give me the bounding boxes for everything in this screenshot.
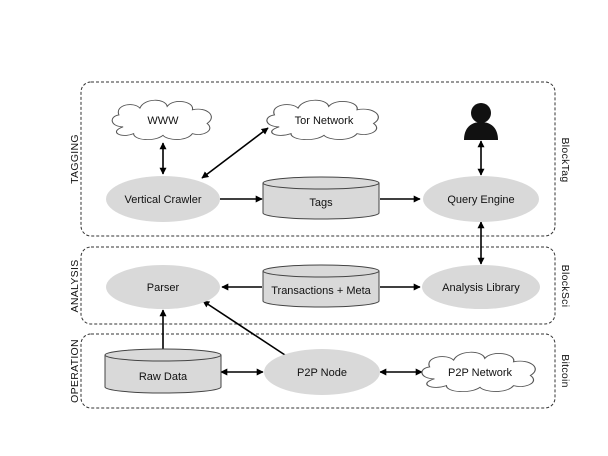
analysis-label: ANALYSIS xyxy=(69,260,81,313)
www-cloud: WWW xyxy=(111,99,212,141)
user-icon xyxy=(464,103,498,140)
operation-label: OPERATION xyxy=(69,339,81,403)
p2p-network-cloud: P2P Network xyxy=(421,351,536,393)
query-engine-label: Query Engine xyxy=(447,194,514,206)
p2p-node-label: P2P Node xyxy=(297,367,347,379)
tagging-label: TAGGING xyxy=(69,134,81,184)
query-engine-node: Query Engine xyxy=(423,176,539,222)
tags-label: Tags xyxy=(309,197,333,209)
edge-crawler-tor xyxy=(201,127,269,179)
tor-network-cloud: Tor Network xyxy=(266,99,379,141)
raw-data-database: Raw Data xyxy=(104,348,222,394)
parser-label: Parser xyxy=(147,282,180,294)
vertical-crawler-node: Vertical Crawler xyxy=(106,176,220,222)
edge-p2pnode-parser xyxy=(202,300,286,356)
p2p-node-node: P2P Node xyxy=(264,349,380,395)
p2p-network-label: P2P Network xyxy=(448,367,512,379)
analysis-library-label: Analysis Library xyxy=(442,282,520,294)
analysis-panel xyxy=(80,246,556,325)
bitcoin-label: Bitcoin xyxy=(559,354,571,388)
vertical-crawler-label: Vertical Crawler xyxy=(124,194,201,206)
tags-database: Tags xyxy=(262,176,380,220)
blocksci-label: BlockSci xyxy=(559,265,571,308)
raw-data-label: Raw Data xyxy=(139,371,188,383)
transactions-meta-label: Transactions + Meta xyxy=(271,285,371,297)
operation-panel xyxy=(80,333,556,409)
blocktag-label: BlockTag xyxy=(559,137,571,182)
tor-network-label: Tor Network xyxy=(295,115,354,127)
tagging-panel xyxy=(80,81,556,237)
www-label: WWW xyxy=(147,115,179,127)
parser-node: Parser xyxy=(106,265,220,309)
analysis-library-node: Analysis Library xyxy=(422,265,540,309)
transactions-meta-database: Transactions + Meta xyxy=(262,264,380,308)
